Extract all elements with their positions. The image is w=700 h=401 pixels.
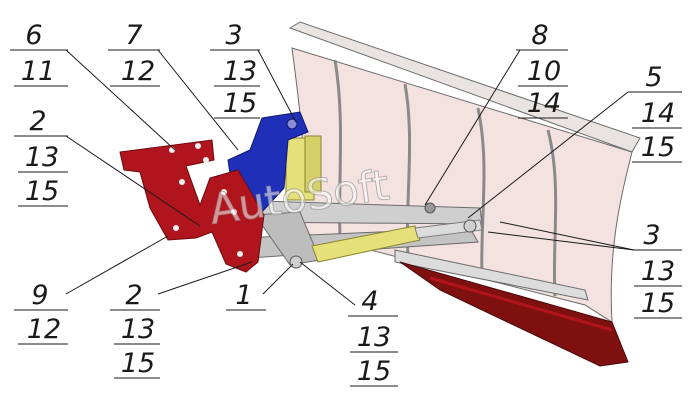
callout-8-line-2: 10 — [527, 56, 561, 87]
callout-3-right: 3 13 15 — [634, 220, 682, 319]
callout-9-line-1: 9 — [31, 280, 48, 311]
callout-4: 4 13 15 — [348, 286, 398, 387]
callouts: 6 11 7 12 3 13 15 8 10 14 — [10, 20, 682, 387]
frame-pivot — [424, 202, 436, 214]
callout-3-top-line-3: 15 — [223, 88, 257, 119]
plate-bolt-5 — [221, 189, 227, 195]
leader-5 — [467, 91, 629, 219]
leader-2a — [65, 135, 201, 227]
callout-2-left-line-2: 13 — [25, 142, 59, 173]
callout-2-bottom-line-1: 2 — [125, 280, 142, 311]
callout-6-line-1: 6 — [25, 20, 42, 51]
plate-bolt-3 — [203, 157, 209, 163]
mounting-plate — [119, 139, 265, 273]
plate-bolt-2 — [195, 143, 201, 149]
callout-7-line-2: 12 — [121, 56, 155, 87]
leader-3b-1 — [499, 221, 635, 251]
leader-4 — [299, 261, 356, 306]
callout-6-line-2: 11 — [21, 56, 55, 87]
leader-8 — [424, 49, 521, 206]
lift-cylinder-rod — [304, 135, 322, 193]
callout-2-left: 2 13 15 — [14, 106, 68, 207]
callout-8-line-1: 8 — [531, 20, 548, 51]
callout-5-line-3: 15 — [641, 132, 675, 163]
blade — [288, 21, 641, 367]
callout-2-bottom-line-2: 13 — [121, 314, 155, 345]
blade-rib-4 — [546, 129, 558, 297]
callout-4-line-3: 15 — [357, 356, 391, 387]
leader-3a — [257, 49, 297, 123]
blade-cutting-edge — [399, 261, 629, 367]
bracket-hole — [286, 118, 298, 130]
callout-8-line-3: 14 — [527, 88, 561, 119]
callout-3-right-line-1: 3 — [643, 220, 660, 251]
callout-3-right-line-3: 15 — [641, 288, 675, 319]
blade-edge-highlight — [429, 276, 613, 332]
leader-3b-2 — [487, 231, 635, 251]
callout-2-left-line-1: 2 — [29, 106, 46, 137]
callout-7: 7 12 — [108, 20, 160, 87]
callout-4-line-1: 4 — [361, 286, 378, 317]
leader-9 — [65, 235, 169, 295]
callout-4-line-2: 13 — [357, 322, 391, 353]
callout-7-line-1: 7 — [125, 20, 142, 51]
callout-5-line-2: 14 — [641, 98, 675, 129]
callout-2-bottom-line-3: 15 — [121, 348, 155, 379]
blade-top-rim — [288, 21, 641, 153]
plate-bolt-7 — [173, 225, 179, 231]
leader-lines — [65, 49, 635, 306]
leader-2b — [157, 261, 253, 295]
callout-8: 8 10 14 — [516, 20, 568, 119]
blade-stiffener — [394, 249, 589, 301]
cylinder-joint-a — [289, 255, 303, 269]
callout-9-line-2: 12 — [27, 314, 61, 345]
callout-3-right-line-2: 13 — [641, 256, 675, 287]
plate-bolt-8 — [237, 251, 243, 257]
leader-1 — [262, 263, 294, 295]
callout-3-top-line-2: 13 — [223, 56, 257, 87]
callout-9: 9 12 — [14, 280, 68, 345]
callout-2-bottom: 2 13 15 — [110, 280, 160, 379]
cylinder-joint-b — [463, 219, 477, 233]
callout-6: 6 11 — [10, 20, 68, 87]
angle-cylinder — [311, 225, 421, 263]
leader-6 — [65, 49, 176, 151]
leader-7 — [157, 49, 239, 151]
mounting-frame — [119, 139, 265, 273]
hydraulic-cylinders — [285, 135, 483, 269]
callout-1: 1 — [226, 280, 266, 311]
callout-1-line-1: 1 — [235, 280, 252, 311]
blade-rib-3 — [476, 107, 486, 279]
callout-2-left-line-3: 15 — [25, 176, 59, 207]
callout-5-line-1: 5 — [645, 62, 662, 93]
plate-bolt-4 — [179, 179, 185, 185]
callout-3-top-line-1: 3 — [225, 20, 242, 51]
callout-3-top: 3 13 15 — [210, 20, 260, 119]
plate-bolt-6 — [231, 209, 237, 215]
callout-5: 5 14 15 — [628, 62, 682, 163]
